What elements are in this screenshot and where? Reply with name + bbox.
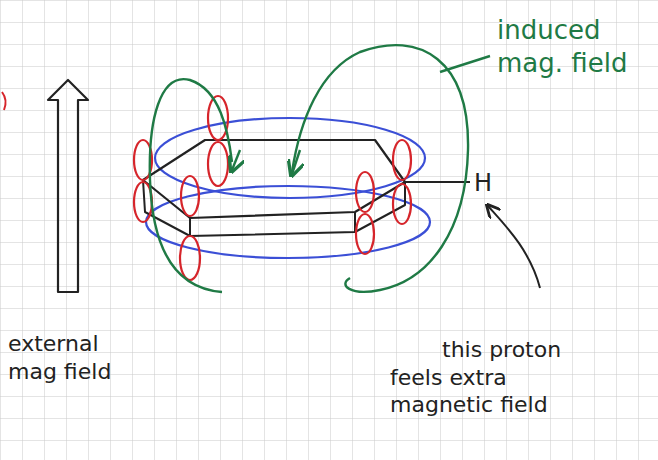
induced-field-label: induced mag. field (497, 14, 647, 79)
hydrogen-atom: H (474, 168, 504, 198)
external-field-label: external mag field (8, 330, 133, 385)
proton-note: this proton feels extra magnetic field (390, 336, 612, 419)
